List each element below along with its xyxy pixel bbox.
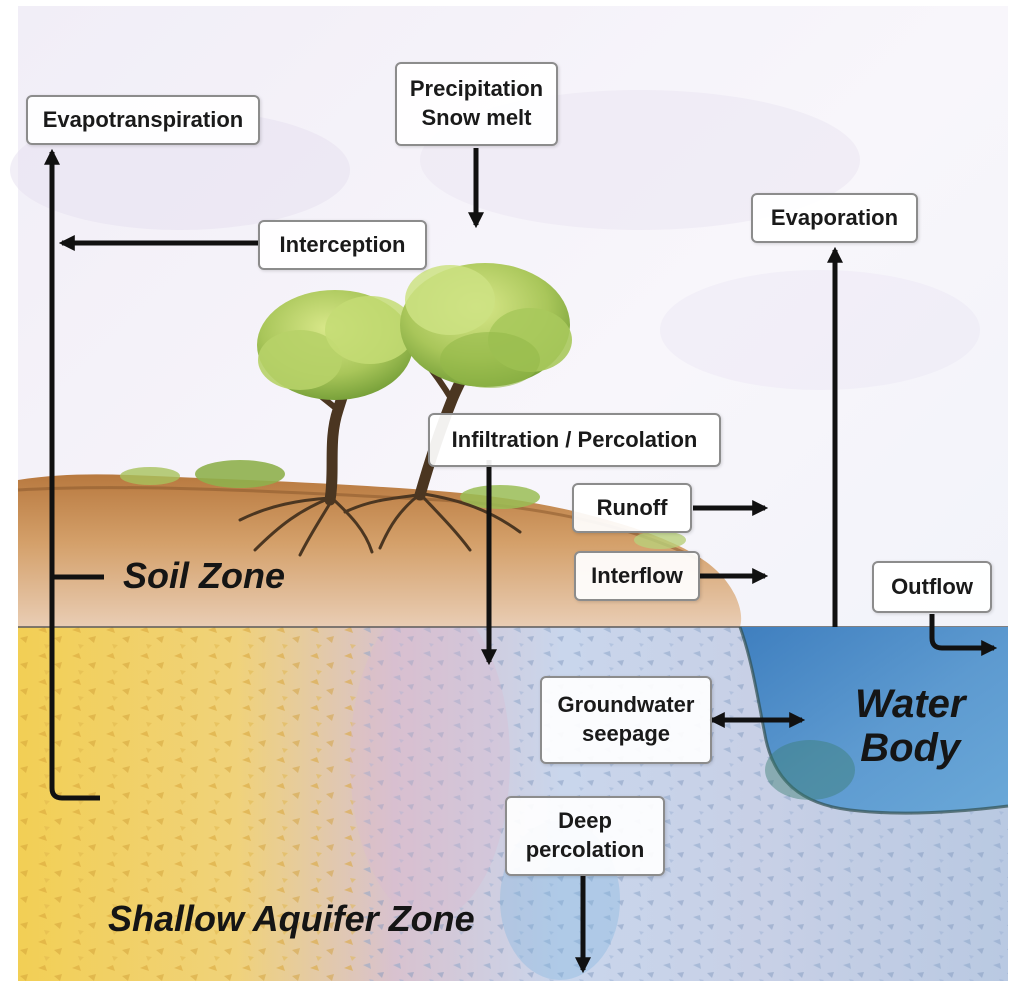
outflow-text: Outflow	[891, 573, 973, 602]
water-body-title: Water Body	[855, 682, 965, 770]
groundwater-seepage-label: Groundwater seepage	[540, 676, 712, 764]
water-body-line-1: Water	[855, 682, 965, 726]
runoff-text: Runoff	[597, 494, 668, 523]
aquifer-zone-title: Shallow Aquifer Zone	[108, 898, 475, 940]
interception-label: Interception	[258, 220, 427, 270]
evapotranspiration-label: Evapotranspiration	[26, 95, 260, 145]
water-body-line-2: Body	[855, 726, 965, 770]
outflow-label: Outflow	[872, 561, 992, 613]
soil-zone-title: Soil Zone	[123, 555, 285, 597]
interflow-label: Interflow	[574, 551, 700, 601]
precipitation-text: Precipitation	[410, 75, 543, 104]
percolation-text: percolation	[526, 836, 645, 865]
evapotranspiration-text: Evapotranspiration	[43, 106, 243, 135]
interflow-text: Interflow	[591, 562, 683, 591]
snow-melt-text: Snow melt	[410, 104, 543, 133]
deep-percolation-label: Deep percolation	[505, 796, 665, 876]
seepage-text: seepage	[558, 720, 695, 749]
infiltration-label: Infiltration / Percolation	[428, 413, 721, 467]
evaporation-label: Evaporation	[751, 193, 918, 243]
groundwater-text: Groundwater	[558, 691, 695, 720]
infiltration-text: Infiltration / Percolation	[452, 426, 698, 455]
deep-text: Deep	[526, 807, 645, 836]
precipitation-label: Precipitation Snow melt	[395, 62, 558, 146]
evaporation-text: Evaporation	[771, 204, 898, 233]
interception-text: Interception	[280, 231, 406, 260]
runoff-label: Runoff	[572, 483, 692, 533]
